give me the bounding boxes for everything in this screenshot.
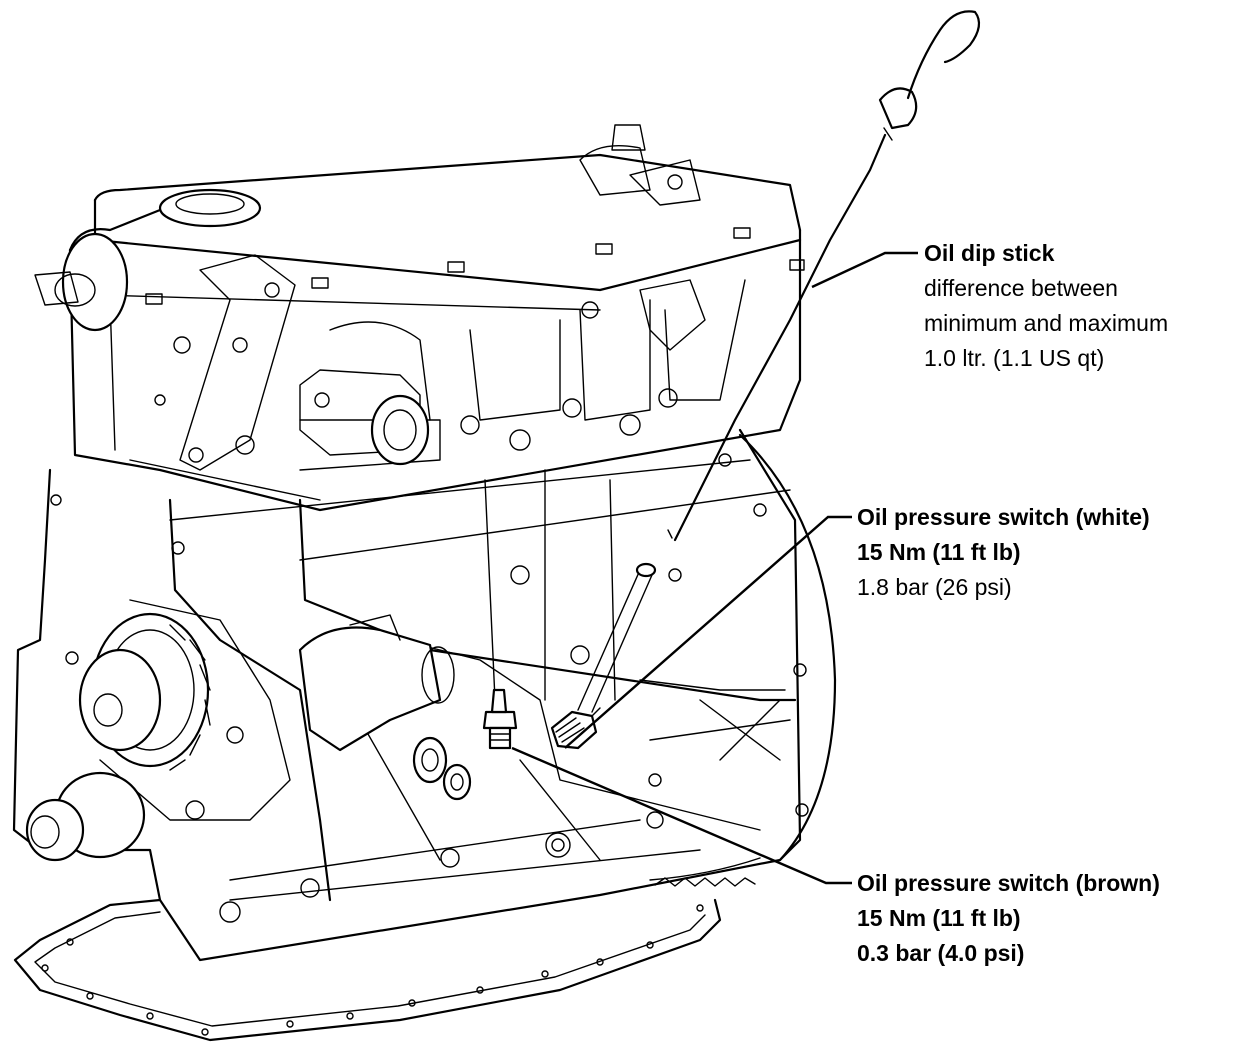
crankshaft-pulley-end — [25, 771, 205, 862]
leader-line-brown-switch — [511, 746, 852, 885]
camshaft-end — [34, 232, 129, 332]
callout-oil-pressure-switch-brown: Oil pressure switch (brown) 15 Nm (11 ft… — [857, 866, 1160, 971]
callout-dipstick-line3: 1.0 ltr. (1.1 US qt) — [924, 345, 1105, 371]
callout-dipstick-title: Oil dip stick — [924, 240, 1055, 266]
leader-line-dipstick — [811, 251, 918, 289]
oil-pressure-switch-brown — [482, 688, 518, 750]
block-plugs — [412, 736, 472, 801]
callout-brown-pressure: 0.3 bar (4.0 psi) — [857, 940, 1025, 966]
callout-dipstick-line2: minimum and maximum — [924, 310, 1169, 336]
oil-pressure-switch-white — [550, 707, 601, 750]
callout-dipstick-line1: difference between — [924, 275, 1118, 301]
oil-pan-gasket — [13, 898, 722, 1042]
callout-oil-dip-stick: Oil dip stick difference between minimum… — [924, 236, 1168, 376]
coolant-outlet — [299, 369, 430, 466]
timing-sprocket — [65, 599, 291, 821]
leader-line-white-switch — [564, 515, 852, 749]
callout-oil-pressure-switch-white: Oil pressure switch (white) 15 Nm (11 ft… — [857, 500, 1150, 605]
cylinder-head — [68, 124, 805, 512]
leader-lines — [511, 251, 918, 885]
callout-white-torque: 15 Nm (11 ft lb) — [857, 539, 1021, 565]
flywheel — [649, 433, 837, 887]
callout-white-title: Oil pressure switch (white) — [857, 504, 1150, 530]
water-inlet-pipe — [298, 614, 455, 752]
oil-dip-stick — [667, 10, 981, 542]
callout-white-pressure: 1.8 bar (26 psi) — [857, 574, 1012, 600]
dipstick-guide-tube — [577, 562, 657, 713]
callout-brown-torque: 15 Nm (11 ft lb) — [857, 905, 1021, 931]
callout-brown-title: Oil pressure switch (brown) — [857, 870, 1160, 896]
